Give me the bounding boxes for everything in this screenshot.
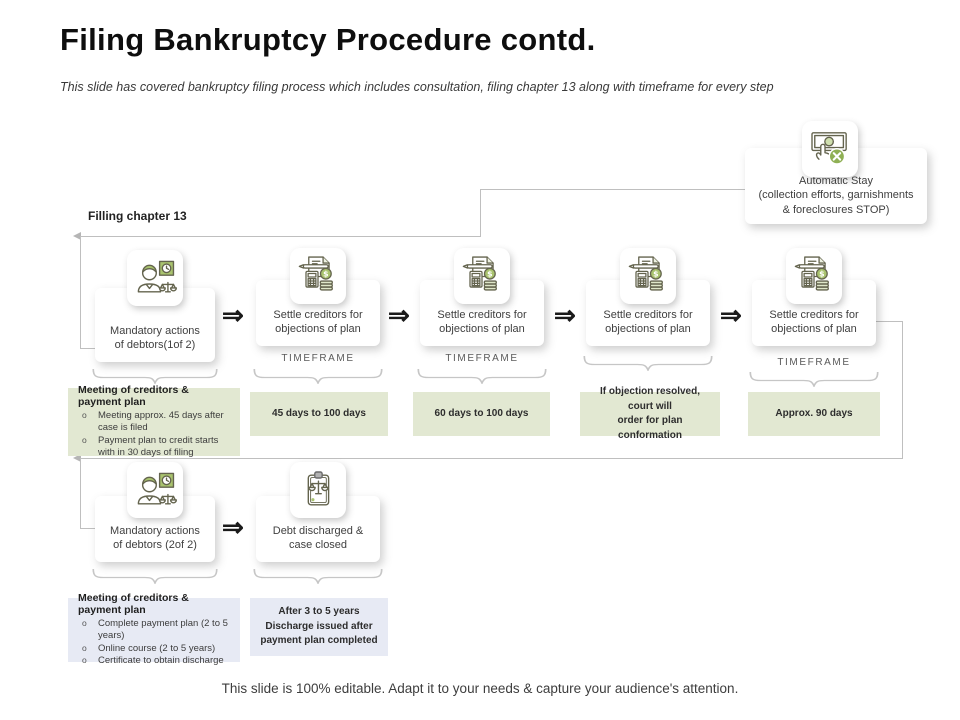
bullet-icon: o: [82, 642, 87, 653]
step-label: Settle creditors for objections of plan: [273, 308, 363, 336]
connector-row1-horizontal: [80, 236, 480, 237]
flow-arrow-icon: ⇒: [388, 300, 410, 330]
connector-row2-horizontal: [80, 458, 903, 459]
note-timeframe-60-100: 60 days to 100 days: [413, 392, 550, 436]
timeframe-label: TIMEFRAME: [281, 353, 355, 364]
step-label: Settle creditors for objections of plan: [437, 308, 527, 336]
brace-shape: [417, 368, 547, 384]
connector-right-drop: [902, 321, 903, 459]
connector-row2-left-drop: [80, 458, 81, 528]
flow-arrow-icon: ⇒: [720, 300, 742, 330]
connector-arrowhead-row1-icon: [73, 232, 81, 240]
automatic-stay-icon-card: [802, 121, 858, 177]
footer-note: This slide is 100% editable. Adapt it to…: [221, 681, 739, 696]
note-approx-90-days: Approx. 90 days: [748, 392, 880, 436]
note-text: If objection resolved, court will order …: [599, 386, 701, 441]
step-icon-card: $: [454, 248, 510, 304]
bullet-icon: o: [82, 435, 87, 445]
automatic-stay-label: Automatic Stay (collection efforts, garn…: [758, 175, 914, 216]
section-label-filing-chapter-13: Filling chapter 13: [88, 209, 187, 223]
note-bullet-text: Certificate to obtain discharge: [98, 655, 224, 667]
note-bullet: o Meeting approx. 45 days after case is …: [82, 410, 232, 434]
settle-creditors-icon: $: [298, 256, 333, 291]
discharge-clipboard-icon: [307, 471, 330, 506]
flow-arrow-icon: ⇒: [222, 512, 244, 542]
settle-creditors-icon: $: [462, 256, 497, 291]
svg-text:$: $: [323, 270, 328, 279]
note-bullet: o Payment plan to credit starts with in …: [82, 435, 232, 459]
step-label: Debt discharged & case closed: [272, 524, 364, 552]
step-icon-card: [127, 250, 183, 306]
note-text: After 3 to 5 years Discharge issued afte…: [260, 606, 378, 647]
step-label: Mandatory actions of debtors (2of 2): [110, 524, 200, 552]
step-icon-card: $: [620, 248, 676, 304]
page-title: Filing Bankruptcy Procedure contd.: [60, 22, 596, 57]
note-bullet-text: Complete payment plan (2 to 5 years): [98, 617, 228, 641]
settle-creditors-icon: $: [628, 256, 663, 291]
page-subtitle: This slide has covered bankruptcy filing…: [60, 80, 774, 94]
svg-text:$: $: [487, 270, 492, 279]
flow-arrow-icon: ⇒: [222, 300, 244, 330]
connector-row1-left-drop: [80, 236, 81, 348]
note-discharge-3-5-years: After 3 to 5 years Discharge issued afte…: [250, 598, 388, 656]
debtor-actions-icon: [137, 260, 178, 293]
note-bullet: o Online course (2 to 5 years): [82, 643, 232, 655]
note-objection-resolved: If objection resolved, court will order …: [580, 386, 720, 441]
step-icon-card: [290, 462, 346, 518]
note-bullet-text: Meeting approx. 45 days after case is fi…: [98, 410, 224, 434]
bullet-icon: o: [82, 617, 87, 628]
step-label: Mandatory actions of debtors(1of 2): [110, 324, 200, 352]
note-text: 45 days to 100 days: [272, 407, 366, 419]
note-bullet-text: Payment plan to credit starts with in 30…: [98, 435, 219, 458]
bullet-icon: o: [82, 655, 87, 666]
svg-text:$: $: [653, 270, 658, 279]
note-meeting-creditors-2: Meeting of creditors & payment plan o Co…: [68, 592, 240, 666]
brace-shape: [92, 368, 218, 384]
connector-autostay-top: [480, 189, 746, 190]
flow-arrow-icon: ⇒: [554, 300, 576, 330]
connector-row2-entry: [80, 528, 96, 529]
note-timeframe-45-100: 45 days to 100 days: [250, 392, 388, 436]
connector-autostay-drop: [480, 189, 481, 237]
step-label: Settle creditors for objections of plan: [603, 308, 693, 336]
note-meeting-creditors-1: Meeting of creditors & payment plan o Me…: [68, 384, 240, 459]
timeframe-label: TIMEFRAME: [777, 357, 851, 368]
connector-row1-exit: [876, 321, 903, 322]
brace-shape: [253, 368, 383, 384]
note-text: Approx. 90 days: [775, 407, 853, 419]
step-icon-card: $: [290, 248, 346, 304]
brace-shape: [749, 371, 879, 387]
note-bullet: o Complete payment plan (2 to 5 years): [82, 618, 232, 642]
note-title: Meeting of creditors & payment plan: [78, 591, 189, 616]
note-bullet-text: Online course (2 to 5 years): [98, 642, 216, 654]
step-label: Settle creditors for objections of plan: [769, 308, 859, 336]
brace-shape: [253, 568, 383, 584]
svg-text:$: $: [819, 270, 824, 279]
step-icon-card: [127, 462, 183, 518]
timeframe-label: TIMEFRAME: [445, 353, 519, 364]
connector-arrowhead-row2-icon: [73, 454, 81, 462]
settle-creditors-icon: $: [794, 256, 829, 291]
brace-shape: [92, 568, 218, 584]
bullet-icon: o: [82, 410, 87, 421]
brace-shape: [583, 355, 713, 371]
note-bullet: o Certificate to obtain discharge: [82, 655, 232, 667]
step-icon-card: $: [786, 248, 842, 304]
debtor-actions-icon: [137, 472, 178, 505]
note-text: 60 days to 100 days: [434, 407, 529, 419]
note-title: Meeting of creditors & payment plan: [78, 384, 189, 409]
money-stop-icon: [811, 132, 847, 165]
connector-row1-entry: [80, 348, 96, 349]
